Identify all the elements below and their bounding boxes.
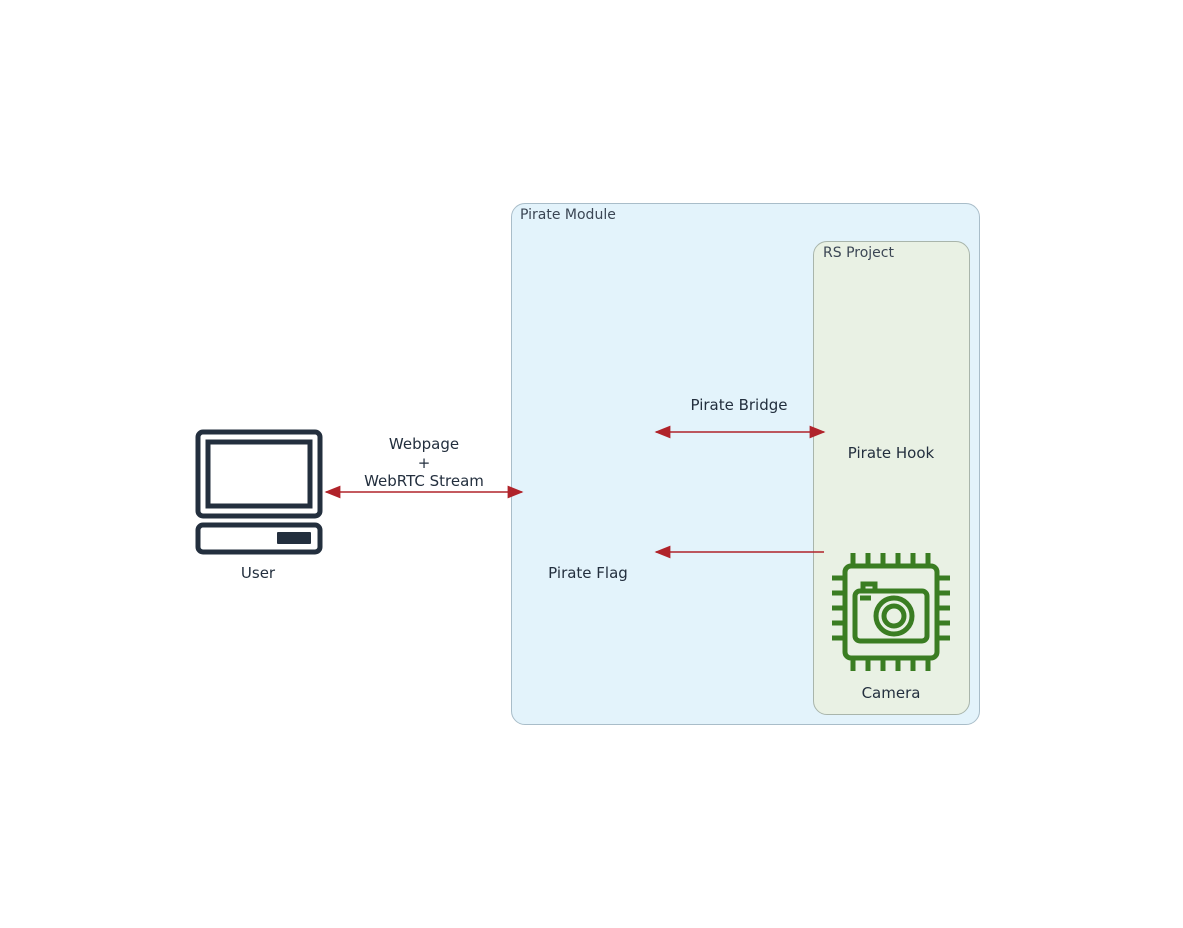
edge-label-line-plus: + bbox=[417, 453, 431, 472]
edge-label-line-webrtc: WebRTC Stream bbox=[364, 472, 484, 490]
edge-user-flag-label: Webpage + WebRTC Stream bbox=[364, 435, 484, 491]
camera-label: Camera bbox=[861, 684, 921, 702]
rs-project-label: RS Project bbox=[823, 245, 894, 261]
pirate-module-label: Pirate Module bbox=[520, 207, 616, 223]
pirate-flag-label: Pirate Flag bbox=[548, 564, 628, 582]
camera-chip-icon bbox=[832, 553, 950, 671]
user-label: User bbox=[240, 564, 276, 582]
edge-pirate-bridge-label: Pirate Bridge bbox=[690, 396, 788, 414]
edge-label-line-webpage: Webpage bbox=[388, 435, 460, 453]
laptop-icon bbox=[195, 429, 323, 555]
pirate-hook-label: Pirate Hook bbox=[847, 444, 935, 462]
